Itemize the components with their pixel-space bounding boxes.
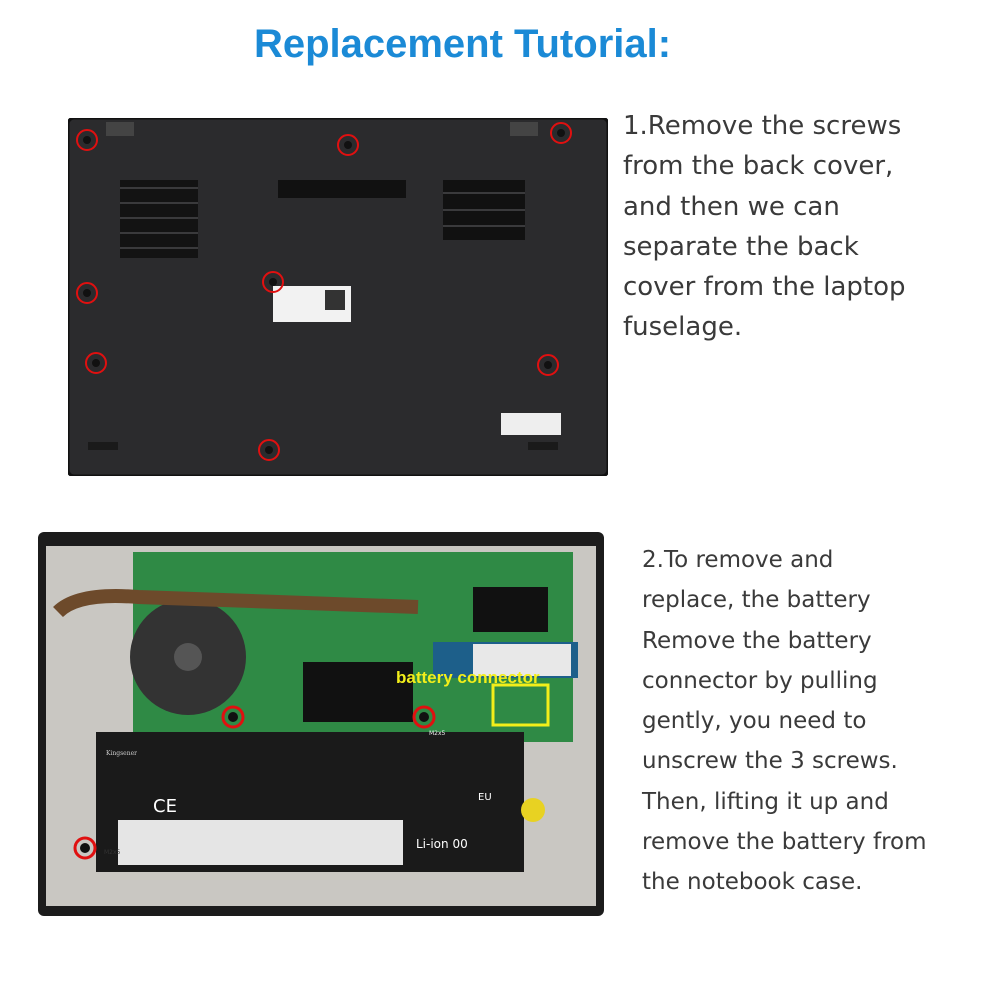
- laptop-back-cover-photo: [68, 118, 608, 476]
- regulatory-label: [501, 413, 561, 435]
- step-1-text: 1.Remove the screws from the back cover,…: [623, 111, 906, 343]
- battery-connector-label: battery connector: [396, 668, 540, 687]
- page-title: Replacement Tutorial:: [253, 22, 672, 66]
- screw-highlight-circles: [73, 705, 436, 860]
- battery-connector-highlight: [491, 683, 550, 727]
- step-2-text: 2.To remove and replace, the battery Rem…: [642, 547, 927, 896]
- battery-brand: Kingsener: [106, 750, 137, 757]
- ce-mark: CE: [153, 796, 177, 817]
- heat-pipe: [53, 589, 419, 618]
- screw-highlight-circles: [76, 122, 572, 461]
- laptop-interior-photo: CE EU Li-ion 00 Kingsener M2x5 M2x5: [38, 532, 604, 916]
- screw-size-label: M2x5: [429, 730, 446, 737]
- li-ion-mark: Li-ion 00: [416, 837, 468, 851]
- screw-size-label: M2x5: [104, 849, 121, 856]
- eu-mark: EU: [478, 792, 492, 803]
